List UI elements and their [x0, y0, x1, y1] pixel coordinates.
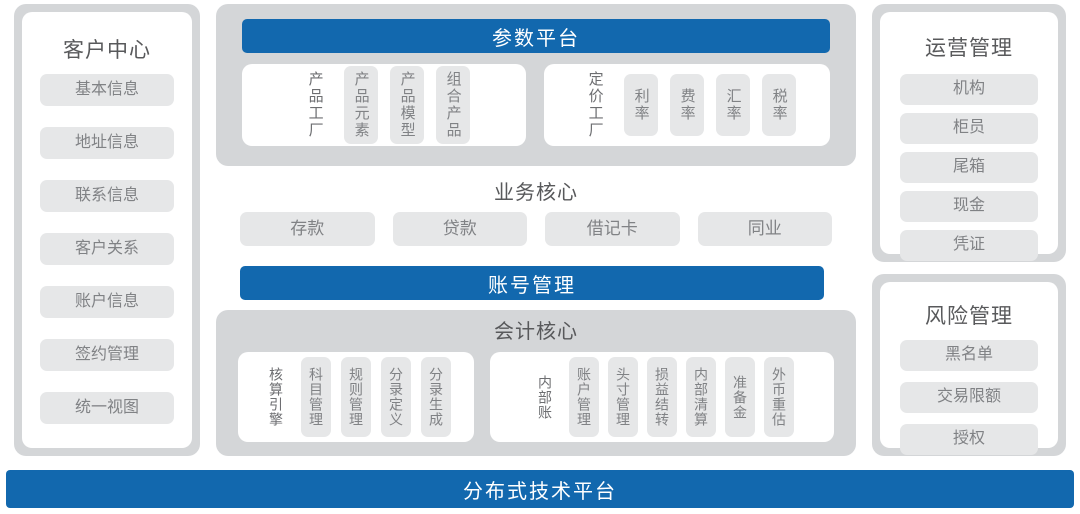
ops-item-cash[interactable]: 现金 — [900, 191, 1038, 222]
operations-management-list: 机构 柜员 尾箱 现金 凭证 — [900, 74, 1038, 269]
customer-item-relationship[interactable]: 客户关系 — [40, 233, 174, 265]
customer-center-list: 基本信息 地址信息 联系信息 客户关系 账户信息 签约管理 统一视图 — [40, 74, 174, 445]
business-item-loan[interactable]: 贷款 — [392, 212, 527, 246]
accounting-engine-header: 核算引擎 — [268, 367, 285, 427]
operations-management-title: 运营管理 — [925, 37, 1013, 60]
customer-center-panel: 客户中心 基本信息 地址信息 联系信息 客户关系 账户信息 签约管理 统一视图 — [14, 4, 200, 456]
risk-management-list: 黑名单 交易限额 授权 — [900, 340, 1038, 466]
business-core-section: 业务核心 存款 贷款 借记卡 同业 — [216, 170, 856, 258]
ops-item-cash-box[interactable]: 尾箱 — [900, 152, 1038, 183]
pricing-item-tax-rate[interactable]: 税率 — [762, 74, 796, 136]
ledger-item-fx-revaluation[interactable]: 外币重估 — [764, 357, 794, 437]
product-item-bundle[interactable]: 组合产品 — [436, 66, 470, 144]
customer-center-card: 客户中心 基本信息 地址信息 联系信息 客户关系 账户信息 签约管理 统一视图 — [22, 12, 192, 448]
risk-management-panel: 风险管理 黑名单 交易限额 授权 — [872, 274, 1066, 456]
accounting-core-groups: 核算引擎 科目管理 规则管理 分录定义 分录生成 内部账 账户管理 头寸管理 损… — [238, 352, 834, 442]
accounting-item-subject-mgmt[interactable]: 科目管理 — [301, 357, 331, 437]
ledger-item-pnl-carryover[interactable]: 损益结转 — [647, 357, 677, 437]
business-item-deposit[interactable]: 存款 — [240, 212, 375, 246]
customer-item-contract-mgmt[interactable]: 签约管理 — [40, 339, 174, 371]
accounting-engine-group: 核算引擎 科目管理 规则管理 分录定义 分录生成 — [238, 352, 474, 442]
accounting-item-entry-generation[interactable]: 分录生成 — [421, 357, 451, 437]
ops-item-teller[interactable]: 柜员 — [900, 113, 1038, 144]
product-item-model[interactable]: 产品模型 — [390, 66, 424, 144]
accounting-core-title: 会计核心 — [494, 321, 578, 343]
pricing-factory-header: 定价工厂 — [586, 71, 604, 139]
ops-item-institution[interactable]: 机构 — [900, 74, 1038, 105]
ops-item-voucher[interactable]: 凭证 — [900, 230, 1038, 261]
business-item-debit-card[interactable]: 借记卡 — [545, 212, 680, 246]
parameter-platform-title-bar[interactable]: 参数平台 — [242, 19, 830, 53]
customer-center-title: 客户中心 — [63, 39, 151, 62]
ledger-item-account-mgmt[interactable]: 账户管理 — [569, 357, 599, 437]
accounting-item-entry-definition[interactable]: 分录定义 — [381, 357, 411, 437]
customer-item-account-info[interactable]: 账户信息 — [40, 286, 174, 318]
risk-item-blacklist[interactable]: 黑名单 — [900, 340, 1038, 371]
internal-ledger-header: 内部账 — [537, 374, 554, 420]
pricing-item-fee-rate[interactable]: 费率 — [670, 74, 704, 136]
customer-item-contact-info[interactable]: 联系信息 — [40, 180, 174, 212]
risk-item-authorization[interactable]: 授权 — [900, 424, 1038, 455]
business-item-interbank[interactable]: 同业 — [697, 212, 832, 246]
product-factory-header: 产品工厂 — [306, 71, 324, 139]
operations-management-panel: 运营管理 机构 柜员 尾箱 现金 凭证 — [872, 4, 1066, 262]
product-item-elements[interactable]: 产品元素 — [344, 66, 378, 144]
business-core-list: 存款 贷款 借记卡 同业 — [240, 212, 832, 246]
ledger-item-position-mgmt[interactable]: 头寸管理 — [608, 357, 638, 437]
pricing-item-interest-rate[interactable]: 利率 — [624, 74, 658, 136]
customer-item-basic-info[interactable]: 基本信息 — [40, 74, 174, 106]
pricing-item-exchange-rate[interactable]: 汇率 — [716, 74, 750, 136]
accounting-core-panel: 会计核心 核算引擎 科目管理 规则管理 分录定义 分录生成 内部账 账户管理 头… — [216, 310, 856, 456]
risk-management-card: 风险管理 黑名单 交易限额 授权 — [880, 282, 1058, 455]
risk-item-transaction-limit[interactable]: 交易限额 — [900, 382, 1038, 413]
ledger-item-internal-settlement[interactable]: 内部清算 — [686, 357, 716, 437]
internal-ledger-group: 内部账 账户管理 头寸管理 损益结转 内部清算 准备金 外币重估 — [490, 352, 834, 442]
risk-management-title: 风险管理 — [925, 305, 1013, 328]
customer-item-unified-view[interactable]: 统一视图 — [40, 392, 174, 424]
account-management-bar[interactable]: 账号管理 — [240, 266, 824, 300]
operations-management-card: 运营管理 机构 柜员 尾箱 现金 凭证 — [880, 12, 1058, 261]
product-factory-group: 产品工厂 产品元素 产品模型 组合产品 — [242, 64, 526, 146]
business-core-title: 业务核心 — [494, 182, 578, 204]
customer-item-address-info[interactable]: 地址信息 — [40, 127, 174, 159]
accounting-item-rule-mgmt[interactable]: 规则管理 — [341, 357, 371, 437]
tech-platform-bar[interactable]: 分布式技术平台 — [6, 470, 1074, 508]
parameter-platform-panel: 参数平台 产品工厂 产品元素 产品模型 组合产品 定价工厂 利率 费率 汇率 税… — [216, 4, 856, 166]
pricing-factory-group: 定价工厂 利率 费率 汇率 税率 — [544, 64, 830, 146]
parameter-platform-groups: 产品工厂 产品元素 产品模型 组合产品 定价工厂 利率 费率 汇率 税率 — [242, 64, 830, 146]
ledger-item-reserve[interactable]: 准备金 — [725, 357, 755, 437]
